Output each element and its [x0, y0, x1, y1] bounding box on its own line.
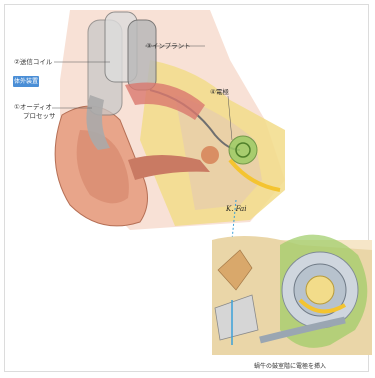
label-implant: ③インプラント: [146, 42, 191, 50]
label-electrode: ④電極: [210, 88, 229, 96]
label-audio-processor-1: ①オーディオ: [14, 103, 52, 111]
external-device-badge: 体外装置: [13, 76, 39, 87]
artist-signature: K. Fai: [226, 205, 246, 213]
implant-body: [128, 20, 156, 90]
label-audio-processor-2: プロセッサ: [23, 112, 56, 120]
inset-caption: 蝸牛の鼓室階に電極を挿入: [254, 361, 326, 370]
cochlea: [229, 136, 257, 164]
label-transmit-coil: ②送信コイル: [14, 58, 52, 66]
cochlea-inset: [212, 235, 372, 355]
middle-ear: [201, 146, 219, 164]
